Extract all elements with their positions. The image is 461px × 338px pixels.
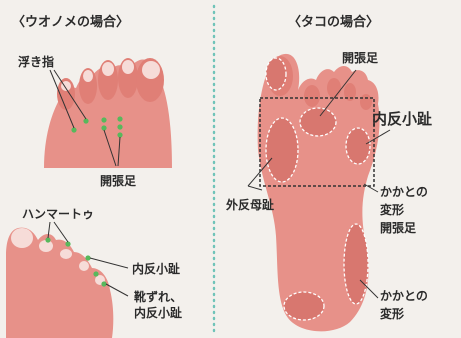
left-top-foot [44,58,172,168]
label-floating-toes: 浮き指 [18,54,54,69]
nail-1 [142,61,160,79]
label-bunionette-right: 内反小趾 [372,110,432,128]
nail-4 [83,70,93,82]
label-shoe-rub-2: 内反小趾 [134,305,182,320]
forefoot-box [259,97,375,187]
label-heel-deform-1b: 変形 [380,202,404,217]
right-sole [247,53,391,332]
bottom-nail-1 [11,228,33,248]
nail-2 [122,60,134,74]
label-splay-foot-top: 開張足 [100,174,136,188]
toe-pad-5 [360,94,372,110]
label-heel-deform-2a: かかとの [380,289,428,303]
bottom-nail-4 [79,261,89,271]
toe-pad-4 [344,83,356,101]
label-heel-deform-2b: 変形 [380,306,404,321]
toe-pad-3 [327,78,341,98]
left-bottom-foot-shape [6,227,114,338]
label-hallux-valgus: 外反母趾 [226,197,274,212]
label-shoe-rub-1: 靴ずれ、 [134,289,182,304]
label-heel-deform-1a: かかとの [380,185,428,199]
leaders-bottom [47,221,129,297]
leaders-top [49,69,121,167]
leaders-right [247,69,391,299]
label-hammer-toe: ハンマートゥ [22,207,94,221]
right-heading: 〈タコの場合〉 [288,14,379,30]
callus-dots-top [71,116,123,138]
label-heel-deform-1c: 開張足 [380,221,416,235]
label-splay-foot-right: 開張足 [342,51,378,65]
left-bottom-foot [6,221,129,338]
nail-5 [61,81,71,91]
toe-pad-2 [304,85,320,107]
callus-dots-bottom [45,237,107,287]
label-bunionette-left: 内反小趾 [132,261,180,276]
callus-areas [265,57,371,321]
bottom-nail-2 [39,240,53,252]
left-heading: 〈ウオノメの場合〉 [12,14,129,30]
bottom-nail-3 [60,249,72,259]
nail-3 [102,62,114,76]
